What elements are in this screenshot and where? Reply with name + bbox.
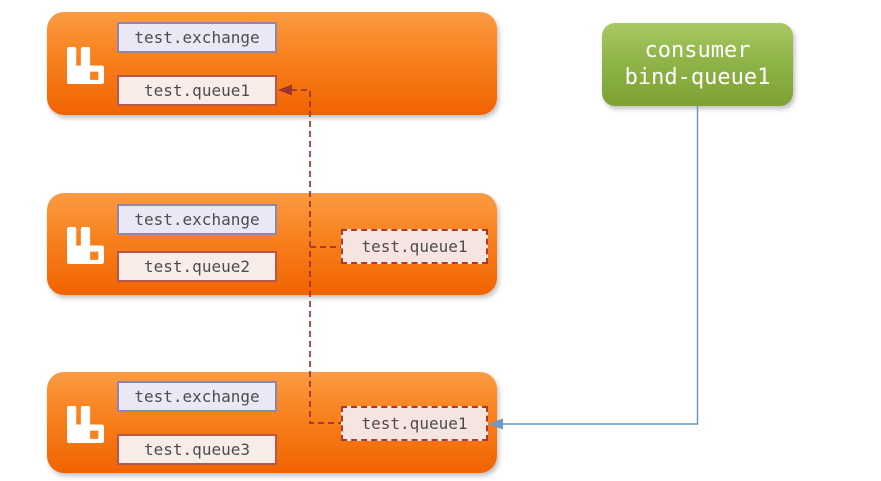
rabbitmq-logo-icon xyxy=(67,226,104,264)
mirrored-queue-label: test.queue1 xyxy=(341,406,488,441)
consumer-label-line1: consumer xyxy=(644,37,751,63)
broker-node-2: test.exchange test.queue2 xyxy=(47,193,497,295)
queue-label: test.queue3 xyxy=(117,434,277,465)
queue-label: test.queue1 xyxy=(117,75,277,106)
rabbitmq-logo-icon xyxy=(67,46,104,84)
exchange-label: test.exchange xyxy=(117,22,277,53)
exchange-label: test.exchange xyxy=(117,381,277,412)
rabbitmq-logo-icon xyxy=(67,405,104,443)
queue-label: test.queue2 xyxy=(117,251,277,282)
consumer-connector-blue xyxy=(489,106,699,430)
broker-node-1: test.exchange test.queue1 xyxy=(47,12,497,115)
mirrored-queue-label: test.queue1 xyxy=(341,229,488,264)
exchange-label: test.exchange xyxy=(117,204,277,235)
consumer-node: consumer bind-queue1 xyxy=(602,23,793,106)
consumer-label-line2: bind-queue1 xyxy=(624,64,771,90)
